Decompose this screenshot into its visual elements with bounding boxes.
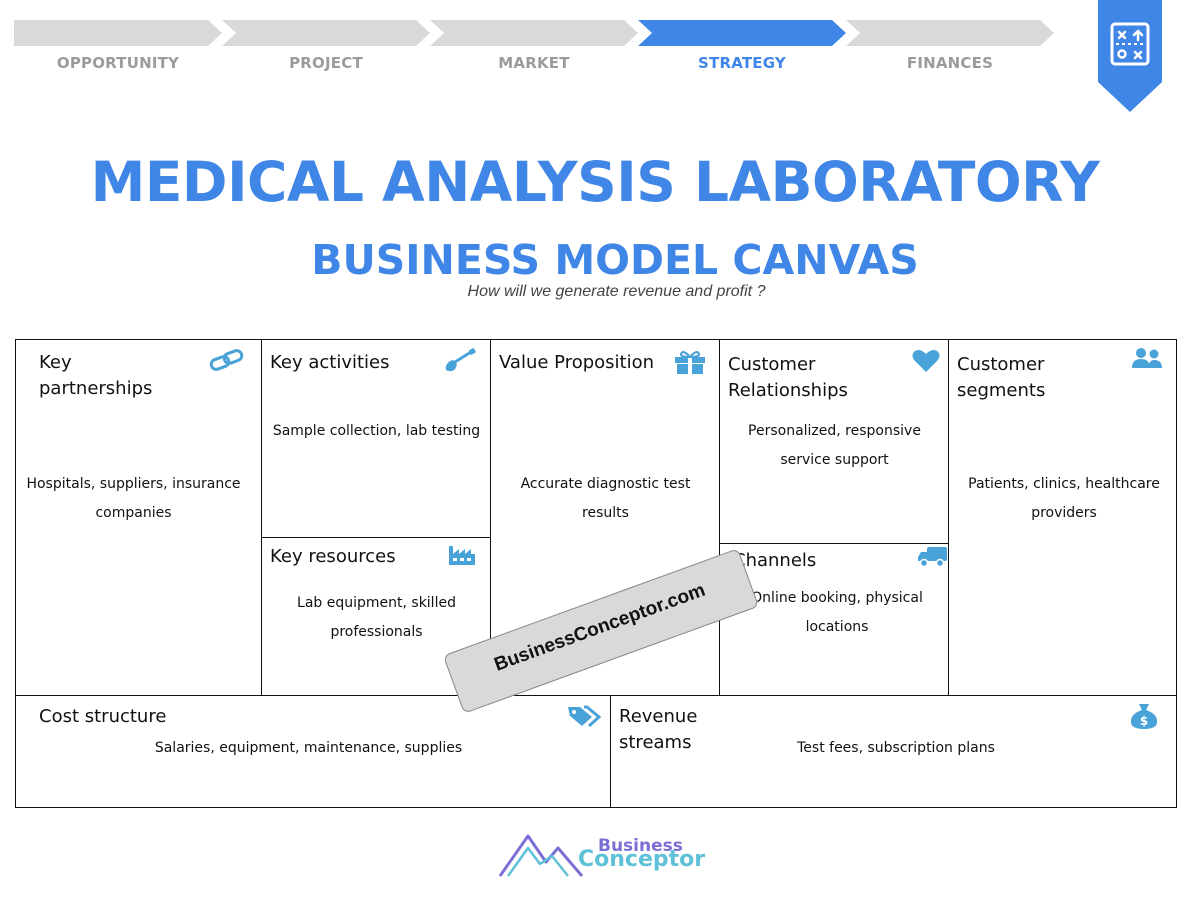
business-model-canvas: Key partnerships Hospitals, suppliers, i… bbox=[15, 339, 1177, 808]
page-title: MEDICAL ANALYSIS LABORATORY bbox=[90, 150, 1100, 214]
cell-title: Channels bbox=[733, 550, 817, 571]
cell-body: Hospitals, suppliers, insurance companie… bbox=[26, 476, 241, 521]
cell-body: Lab equipment, skilled professionals bbox=[297, 595, 456, 640]
strategy-board-icon bbox=[1110, 22, 1150, 66]
step-finances[interactable]: FINANCES bbox=[846, 20, 1054, 80]
step-arrow bbox=[846, 20, 1054, 46]
cell-customer-relationships[interactable]: Customer Relationships Personalized, res… bbox=[719, 340, 948, 543]
money-bag-icon: $ bbox=[1130, 704, 1158, 729]
heart-icon bbox=[912, 350, 940, 372]
svg-text:$: $ bbox=[1140, 714, 1148, 728]
factory-icon bbox=[449, 546, 475, 565]
logo-word-conceptor: Conceptor bbox=[578, 847, 706, 872]
cell-key-activities[interactable]: Key activities Sample collection, lab te… bbox=[261, 340, 490, 537]
tagline: How will we generate revenue and profit … bbox=[467, 283, 766, 300]
step-arrow bbox=[638, 20, 846, 46]
step-arrow bbox=[14, 20, 222, 46]
cell-title: Key partnerships bbox=[39, 352, 153, 399]
step-label: PROJECT bbox=[289, 54, 363, 72]
cell-body: Personalized, responsive service support bbox=[748, 423, 921, 468]
step-arrow bbox=[430, 20, 638, 46]
cell-customer-segments[interactable]: Customer segments Patients, clinics, hea… bbox=[948, 340, 1176, 695]
step-label: MARKET bbox=[498, 54, 570, 72]
logo-word-business: Business bbox=[598, 836, 683, 856]
truck-icon bbox=[918, 547, 947, 568]
cell-body: Salaries, equipment, maintenance, suppli… bbox=[154, 740, 463, 756]
cell-key-partnerships[interactable]: Key partnerships Hospitals, suppliers, i… bbox=[16, 340, 261, 695]
cell-title: Customer segments bbox=[957, 354, 1046, 401]
step-strategy[interactable]: STRATEGY bbox=[638, 20, 846, 80]
cell-revenue-streams[interactable]: Revenue streams $ Test fees, subscriptio… bbox=[610, 695, 1176, 807]
page-subtitle: BUSINESS MODEL CANVAS bbox=[311, 236, 919, 284]
step-market[interactable]: MARKET bbox=[430, 20, 638, 80]
cell-title: Cost structure bbox=[39, 706, 167, 727]
cell-key-resources[interactable]: Key resources Lab equipment, skilled pro… bbox=[261, 537, 490, 695]
cell-body: Accurate diagnostic test results bbox=[520, 476, 691, 521]
cell-title: Key activities bbox=[270, 352, 390, 373]
cell-value-proposition[interactable]: Value Proposition Accurate diagnostic te… bbox=[490, 340, 719, 695]
cell-body: Patients, clinics, healthcare providers bbox=[968, 476, 1160, 521]
business-conceptor-logo[interactable]: Business Conceptor bbox=[498, 832, 708, 878]
cell-body: Test fees, subscription plans bbox=[797, 740, 995, 756]
step-label: STRATEGY bbox=[698, 54, 786, 72]
link-icon bbox=[209, 349, 244, 371]
users-icon bbox=[1132, 348, 1162, 368]
step-label: OPPORTUNITY bbox=[56, 54, 180, 72]
cell-title: Value Proposition bbox=[499, 352, 655, 373]
cell-body: Online booking, physical locations bbox=[751, 590, 923, 635]
tags-icon bbox=[568, 705, 601, 728]
shovel-icon bbox=[445, 348, 476, 372]
cell-title: Customer Relationships bbox=[728, 354, 848, 401]
step-opportunity[interactable]: OPPORTUNITY bbox=[14, 20, 222, 80]
cell-body: Sample collection, lab testing bbox=[272, 423, 481, 439]
progress-steps: OPPORTUNITY PROJECT MARKET STRATEGY FINA… bbox=[14, 20, 1054, 80]
strategy-bookmark bbox=[1098, 0, 1162, 112]
cell-cost-structure[interactable]: Cost structure Salaries, equipment, main… bbox=[16, 695, 610, 807]
cell-title: Revenue streams bbox=[619, 706, 698, 753]
mountain-logo-icon bbox=[498, 834, 584, 877]
step-label: FINANCES bbox=[906, 54, 994, 72]
cell-channels[interactable]: Channels Online booking, physical locati… bbox=[719, 543, 948, 695]
step-arrow bbox=[222, 20, 430, 46]
gift-icon bbox=[675, 351, 705, 374]
cell-title: Key resources bbox=[270, 546, 396, 567]
step-project[interactable]: PROJECT bbox=[222, 20, 430, 80]
